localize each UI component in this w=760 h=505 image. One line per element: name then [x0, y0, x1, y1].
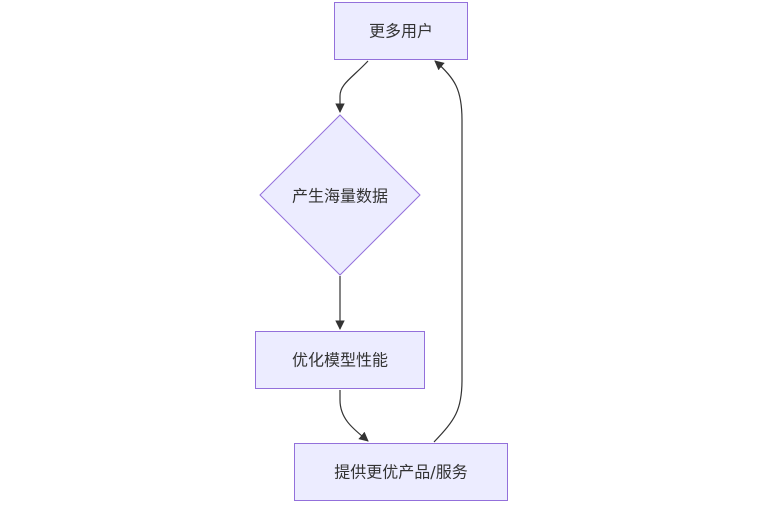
node-better-product[interactable]: 提供更优产品/服务: [294, 443, 508, 501]
edge-c-to-d: [339, 390, 369, 442]
node-optimize-model-label: 优化模型性能: [292, 351, 388, 370]
edges: [335, 60, 463, 443]
node-generate-data-shape: [259, 114, 421, 276]
node-more-users-label: 更多用户: [369, 22, 433, 41]
node-better-product-label: 提供更优产品/服务: [334, 463, 467, 482]
node-more-users-shape: [334, 2, 468, 60]
node-generate-data-label: 产生海量数据: [292, 187, 388, 206]
node-better-product-shape: [294, 443, 508, 501]
node-generate-data[interactable]: 产生海量数据: [259, 114, 421, 276]
node-optimize-model[interactable]: 优化模型性能: [255, 331, 425, 389]
node-more-users[interactable]: 更多用户: [334, 2, 468, 60]
edge-a-to-b: [335, 60, 369, 113]
node-optimize-model-shape: [255, 331, 425, 389]
edge-d-to-a: [433, 60, 463, 443]
